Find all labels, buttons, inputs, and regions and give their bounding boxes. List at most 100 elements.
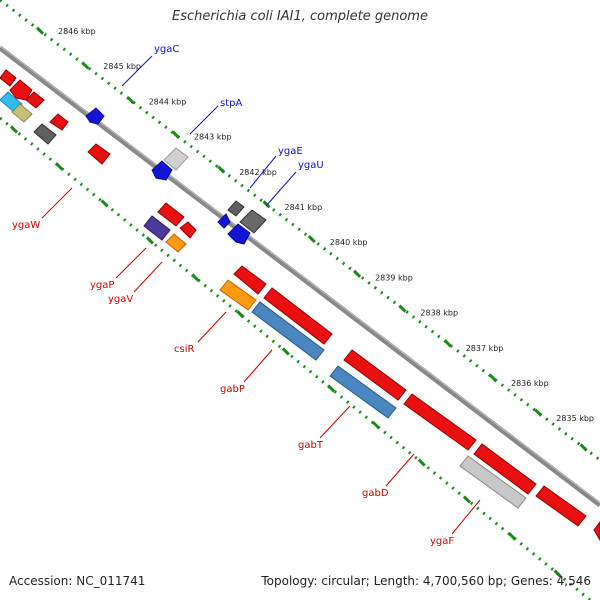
leader-line [319, 405, 351, 439]
inner-scale-ring [0, 116, 591, 600]
leader-line [189, 105, 219, 135]
gene-label-ygaV[interactable]: ygaV [108, 294, 133, 305]
gene-arrow[interactable] [535, 485, 587, 527]
gene-label-ygaU[interactable]: ygaU [298, 160, 324, 171]
leader-line [243, 349, 273, 383]
inner-ring-ticks [9, 125, 562, 578]
gene-arrow[interactable] [85, 107, 105, 125]
gene-label-gabT[interactable]: gabT [298, 440, 324, 451]
scale-tick [100, 199, 109, 208]
scale-tick [462, 495, 472, 504]
scale-label: 2843 kbp [194, 133, 232, 142]
scale-tick [55, 162, 64, 171]
gene-label-stpA[interactable]: stpA [220, 98, 242, 109]
gene-label-ygaC[interactable]: ygaC [154, 44, 179, 55]
leader-line [385, 453, 415, 487]
gene-box[interactable] [143, 215, 171, 241]
scale-tick [236, 310, 245, 319]
gene-arrow[interactable] [473, 443, 537, 495]
gene-arrow[interactable] [403, 393, 477, 451]
scale-label: 2846 kbp [58, 27, 96, 36]
scale-tick [281, 347, 290, 356]
gene-box[interactable] [459, 455, 527, 509]
leader-line [265, 171, 297, 207]
scale-tick [262, 200, 271, 209]
leader-line [41, 187, 73, 219]
scale-label: 2838 kbp [420, 309, 458, 318]
map-title: Escherichia coli IAI1, complete genome [172, 9, 428, 24]
gene-arrow[interactable] [9, 79, 33, 101]
gene-box[interactable] [329, 365, 397, 419]
outer-scale-ring [0, 0, 600, 462]
gene-label-ygaE[interactable]: ygaE [278, 146, 303, 157]
scale-label: 2842 kbp [239, 168, 277, 177]
scale-tick [372, 421, 381, 430]
scale-tick [217, 165, 226, 174]
gene-arrow[interactable] [0, 69, 17, 87]
scale-label: 2837 kbp [466, 344, 504, 353]
gene-arrow[interactable] [157, 202, 185, 227]
leader-line [249, 155, 277, 189]
gene-box[interactable] [251, 301, 325, 361]
scale-tick [398, 304, 407, 313]
gene-box[interactable] [239, 209, 267, 234]
gene-arrow[interactable] [227, 223, 251, 245]
gene-labels-forward: ygaC stpA ygaE ygaU [121, 44, 324, 207]
gene-arrow[interactable] [25, 91, 45, 109]
scale-tick [353, 269, 362, 278]
gene-arrow[interactable] [343, 349, 407, 401]
scale-tick [307, 234, 316, 244]
scale-tick [126, 96, 135, 105]
scale-label: 2844 kbp [149, 97, 187, 106]
scale-tick [488, 373, 498, 383]
scale-tick [191, 273, 200, 282]
scale-label: 2836 kbp [511, 379, 549, 388]
scale-tick [417, 458, 426, 467]
gene-arrow[interactable] [49, 113, 69, 131]
scale-tick [579, 443, 588, 452]
outer-ring-ticks [35, 26, 588, 452]
gene-box[interactable] [219, 279, 257, 311]
gene-label-csiR[interactable]: csiR [174, 344, 194, 355]
scale-label: 2845 kbp [103, 62, 141, 71]
scale-tick [534, 408, 543, 417]
scale-tick [145, 236, 154, 245]
gene-arrow[interactable] [87, 143, 111, 165]
gene-arrow[interactable] [263, 287, 333, 345]
gene-arrow[interactable] [233, 265, 267, 295]
gene-box[interactable] [33, 123, 57, 145]
leader-line [115, 247, 147, 279]
leader-line [133, 261, 163, 293]
gene-label-ygaF[interactable]: ygaF [430, 536, 454, 547]
gene-box[interactable] [11, 103, 33, 123]
scale-tick [443, 339, 452, 348]
genome-backbone-highlight [0, 45, 600, 504]
gene-arrow[interactable] [179, 221, 197, 239]
gene-box[interactable] [227, 200, 245, 217]
gene-arrow[interactable] [151, 160, 173, 181]
leader-line [121, 55, 153, 87]
leader-line [451, 499, 481, 535]
gene-labels-reverse: ygaW ygaP ygaV csiR gabP gabT gabD ygaF [12, 187, 481, 547]
accession-text: Accession: NC_011741 [9, 574, 146, 588]
gene-arrow[interactable] [217, 213, 231, 229]
gene-box[interactable] [163, 147, 189, 171]
gene-arrow[interactable] [593, 521, 600, 541]
gene-box[interactable] [165, 233, 187, 253]
gene-label-ygaW[interactable]: ygaW [12, 220, 40, 231]
scale-tick [171, 130, 180, 139]
scale-tick [508, 532, 517, 541]
scale-tick [9, 125, 19, 134]
scale-label: 2841 kbp [285, 203, 323, 212]
gene-label-gabP[interactable]: gabP [220, 384, 245, 395]
gene-label-ygaP[interactable]: ygaP [90, 280, 114, 291]
topology-text: Topology: circular; Length: 4,700,560 bp… [261, 574, 591, 588]
leader-line [197, 311, 227, 343]
scale-label: 2835 kbp [556, 414, 594, 423]
scale-tick [327, 384, 336, 393]
gene-label-gabD[interactable]: gabD [362, 488, 389, 499]
genome-backbone [0, 46, 600, 507]
scale-tick [553, 569, 562, 578]
